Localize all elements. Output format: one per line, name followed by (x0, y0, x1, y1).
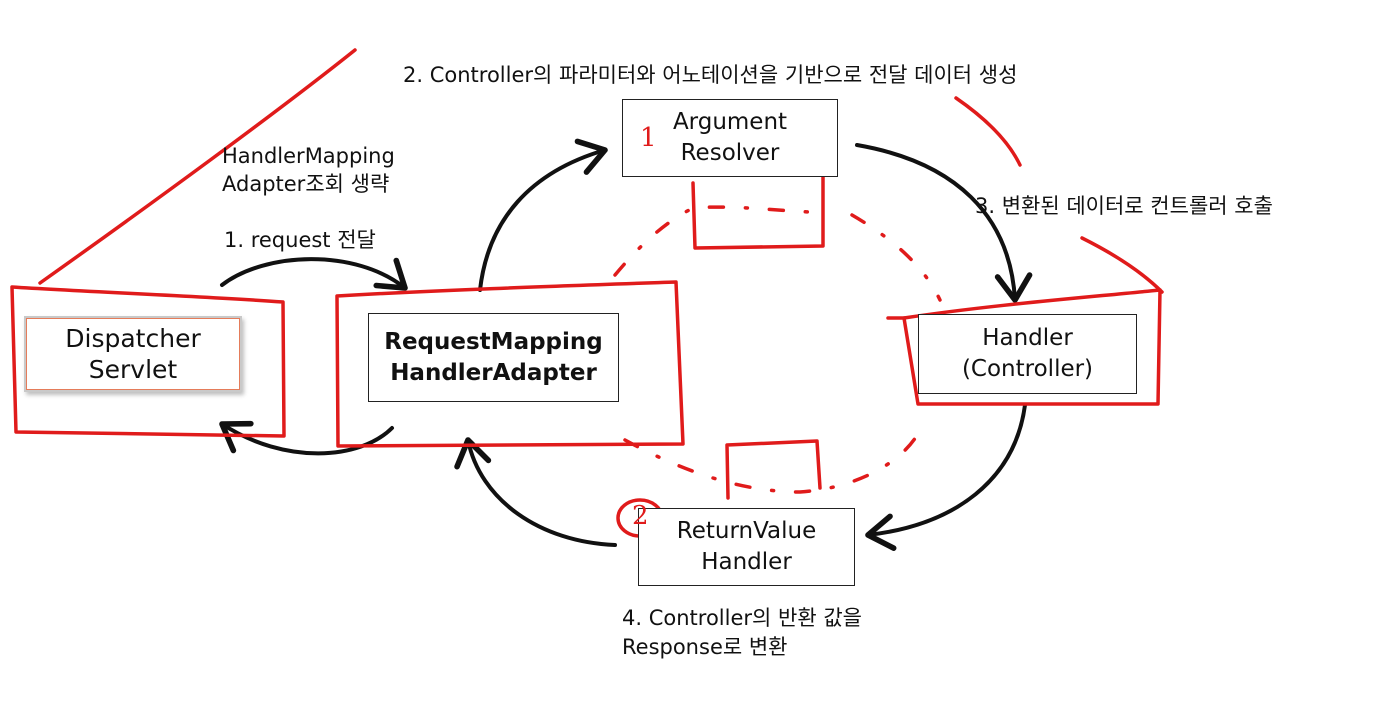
resolver-label-line1: Argument (672, 109, 788, 135)
returnvalue-number-marker: 2 (632, 501, 649, 531)
step4-label-line1: 4. Controller의 반환 값을 (622, 606, 862, 630)
arrow-resolver-to-handler (855, 143, 1033, 303)
red-highlight-box-dispatcher (10, 285, 286, 438)
returnvalue-label-line2: Handler (701, 549, 792, 575)
arrow-dispatcher-to-adapter (220, 257, 408, 291)
arrow-adapter-to-dispatcher (219, 420, 394, 456)
skip-note-line2: Adapter조회 생략 (222, 172, 390, 196)
dispatcher-servlet-box: Dispatcher Servlet (24, 316, 242, 392)
arrow-handler-to-returnvalue (865, 403, 1027, 551)
adapter-label-line2: HandlerAdapter (390, 359, 597, 386)
arrow-returnvalue-to-adapter (454, 437, 617, 547)
dispatcher-servlet-label-line2: Servlet (88, 355, 178, 384)
arrow-adapter-to-resolver (478, 138, 608, 292)
skip-note-line1: HandlerMapping (222, 144, 395, 168)
return-value-handler-box: ReturnValue Handler (638, 508, 855, 586)
red-highlight-bracket-returnvalue (725, 439, 822, 500)
red-highlight-line-top-left (38, 48, 357, 285)
argument-resolver-box: Argument Resolver (622, 99, 838, 177)
request-mapping-handler-adapter-box: RequestMapping HandlerAdapter (368, 313, 619, 402)
step4-label-line2: Response로 변환 (622, 635, 788, 659)
step1-label: 1. request 전달 (224, 228, 376, 252)
handler-label-line1: Handler (982, 325, 1073, 351)
red-highlight-box-adapter (335, 280, 685, 448)
step3-label: 3. 변환된 데이터로 컨트롤러 호출 (975, 194, 1273, 218)
handler-controller-box: Handler (Controller) (918, 314, 1137, 394)
step2-label: 2. Controller의 파라미터와 어노테이션을 기반으로 전달 데이터 … (403, 63, 1018, 87)
adapter-label-line1: RequestMapping (384, 328, 603, 355)
red-highlight-line-right-top (954, 96, 1022, 167)
red-dash-cycle-top-right (850, 213, 942, 302)
red-dash-cycle-bottom (623, 428, 922, 494)
handler-label-line2: (Controller) (961, 356, 1094, 382)
resolver-label-line2: Resolver (680, 140, 780, 166)
resolver-number-marker: 1 (640, 123, 657, 153)
red-highlight-line-right (1080, 236, 1164, 294)
returnvalue-label-line1: ReturnValue (676, 518, 817, 544)
dispatcher-servlet-label-line1: Dispatcher (65, 324, 201, 353)
red-dash-cycle-top-left (613, 205, 812, 277)
red-highlight-bracket-resolver (691, 170, 825, 250)
